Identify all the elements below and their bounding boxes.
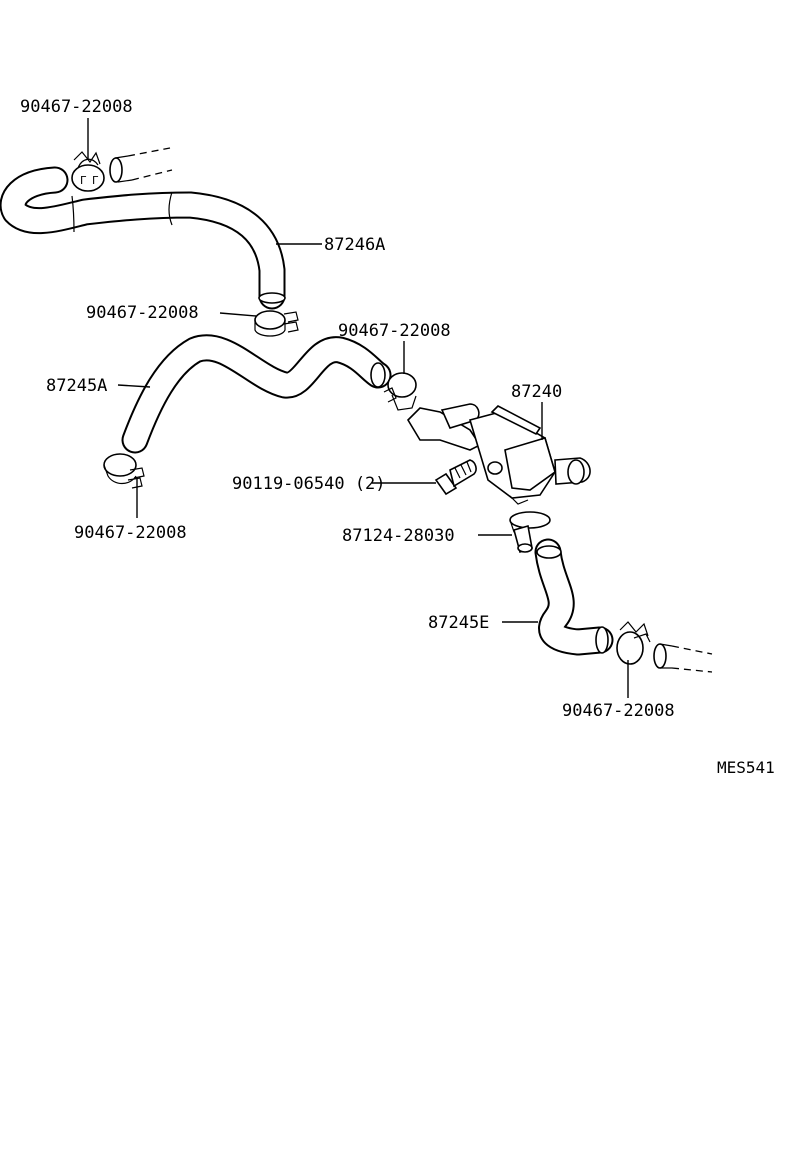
hose-clip-87124	[509, 511, 551, 554]
clamp-valve-inlet	[383, 372, 417, 411]
pipe-stub-top	[109, 147, 173, 183]
label-clamp-valve-inlet: 90467-22008	[338, 321, 451, 341]
label-hose-lower: 87245E	[428, 613, 489, 633]
clamp-middle-end	[103, 453, 145, 489]
clamp-upper-end	[254, 310, 299, 337]
label-hose-middle: 87245A	[46, 376, 107, 396]
label-hose-upper: 87246A	[324, 235, 385, 255]
hose-middle-87245A	[121, 334, 392, 454]
label-clamp-lower: 90467-22008	[562, 701, 675, 721]
hose-lower-87245E	[534, 538, 614, 656]
label-hose-clip: 87124-28030	[342, 526, 455, 546]
svg-text:Γ: Γ	[92, 174, 99, 187]
svg-text:Γ: Γ	[80, 174, 87, 187]
label-clamp-top: 90467-22008	[20, 97, 133, 117]
valve-87240	[406, 403, 591, 505]
leader-lines	[87, 118, 629, 698]
clamp-top: Γ Γ	[71, 151, 105, 192]
label-clamp-middle-end: 90467-22008	[74, 523, 187, 543]
label-valve: 87240	[511, 382, 562, 402]
label-clamp-upper-end: 90467-22008	[86, 303, 199, 323]
hose-upper-87246A	[0, 166, 286, 310]
pipe-stub-lower	[653, 643, 713, 673]
label-bolt: 90119-06540 (2)	[232, 474, 386, 494]
clamp-lower	[616, 621, 651, 665]
bolt-90119	[434, 459, 477, 496]
diagram-code: MES541	[717, 758, 775, 777]
